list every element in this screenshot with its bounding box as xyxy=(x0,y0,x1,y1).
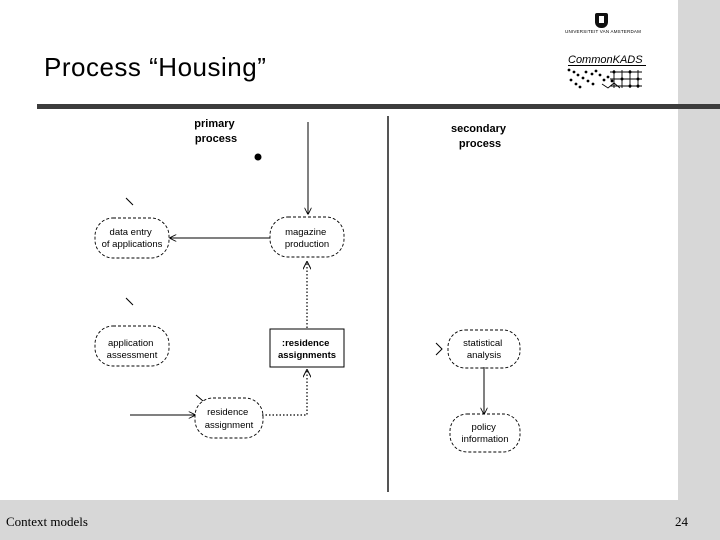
commonkads-logo-text: CommonKADS xyxy=(568,54,646,66)
node-magazine-production-shape xyxy=(269,216,345,258)
node-residence-store-label: :residence assignments xyxy=(278,338,336,361)
commonkads-network-icon xyxy=(567,68,642,89)
slide-footer-band xyxy=(0,500,720,540)
university-name: UNIVERSITEIT VAN AMSTERDAM xyxy=(565,29,642,34)
node-statistical-analysis-shape xyxy=(447,329,521,369)
incoming-tick-residence xyxy=(195,394,204,402)
node-magazine-production-label: magazine production xyxy=(285,227,329,250)
slide-sidebar-band xyxy=(678,0,720,540)
node-data-entry-label: data entry of applications xyxy=(102,227,163,250)
incoming-tick-analysis xyxy=(435,342,443,356)
title-rule xyxy=(37,104,720,109)
node-statistical-analysis-label: statistical analysis xyxy=(463,338,505,361)
node-application-assessment-label: application assessment xyxy=(107,338,158,361)
node-application-assessment-shape xyxy=(94,325,170,367)
edge-assignment-to-store xyxy=(262,370,307,416)
incoming-tick-data-entry xyxy=(125,197,134,206)
page-number: 24 xyxy=(675,514,688,529)
node-residence-store-shape xyxy=(269,328,345,368)
node-policy-information-shape xyxy=(449,413,521,453)
node-policy-information-label: policy information xyxy=(462,422,509,445)
start-state xyxy=(254,153,262,161)
slide-title: Process “Housing” xyxy=(44,52,267,82)
footer-left-text: Context models xyxy=(6,514,88,529)
secondary-process-header: secondary process xyxy=(451,123,509,150)
node-data-entry-shape xyxy=(94,217,170,259)
primary-process-header: primary process xyxy=(194,118,237,145)
node-residence-assignment-label: residence assignment xyxy=(205,407,254,431)
incoming-tick-application xyxy=(125,297,134,306)
node-residence-assignment-shape xyxy=(194,397,264,439)
university-crest-icon xyxy=(595,13,608,28)
